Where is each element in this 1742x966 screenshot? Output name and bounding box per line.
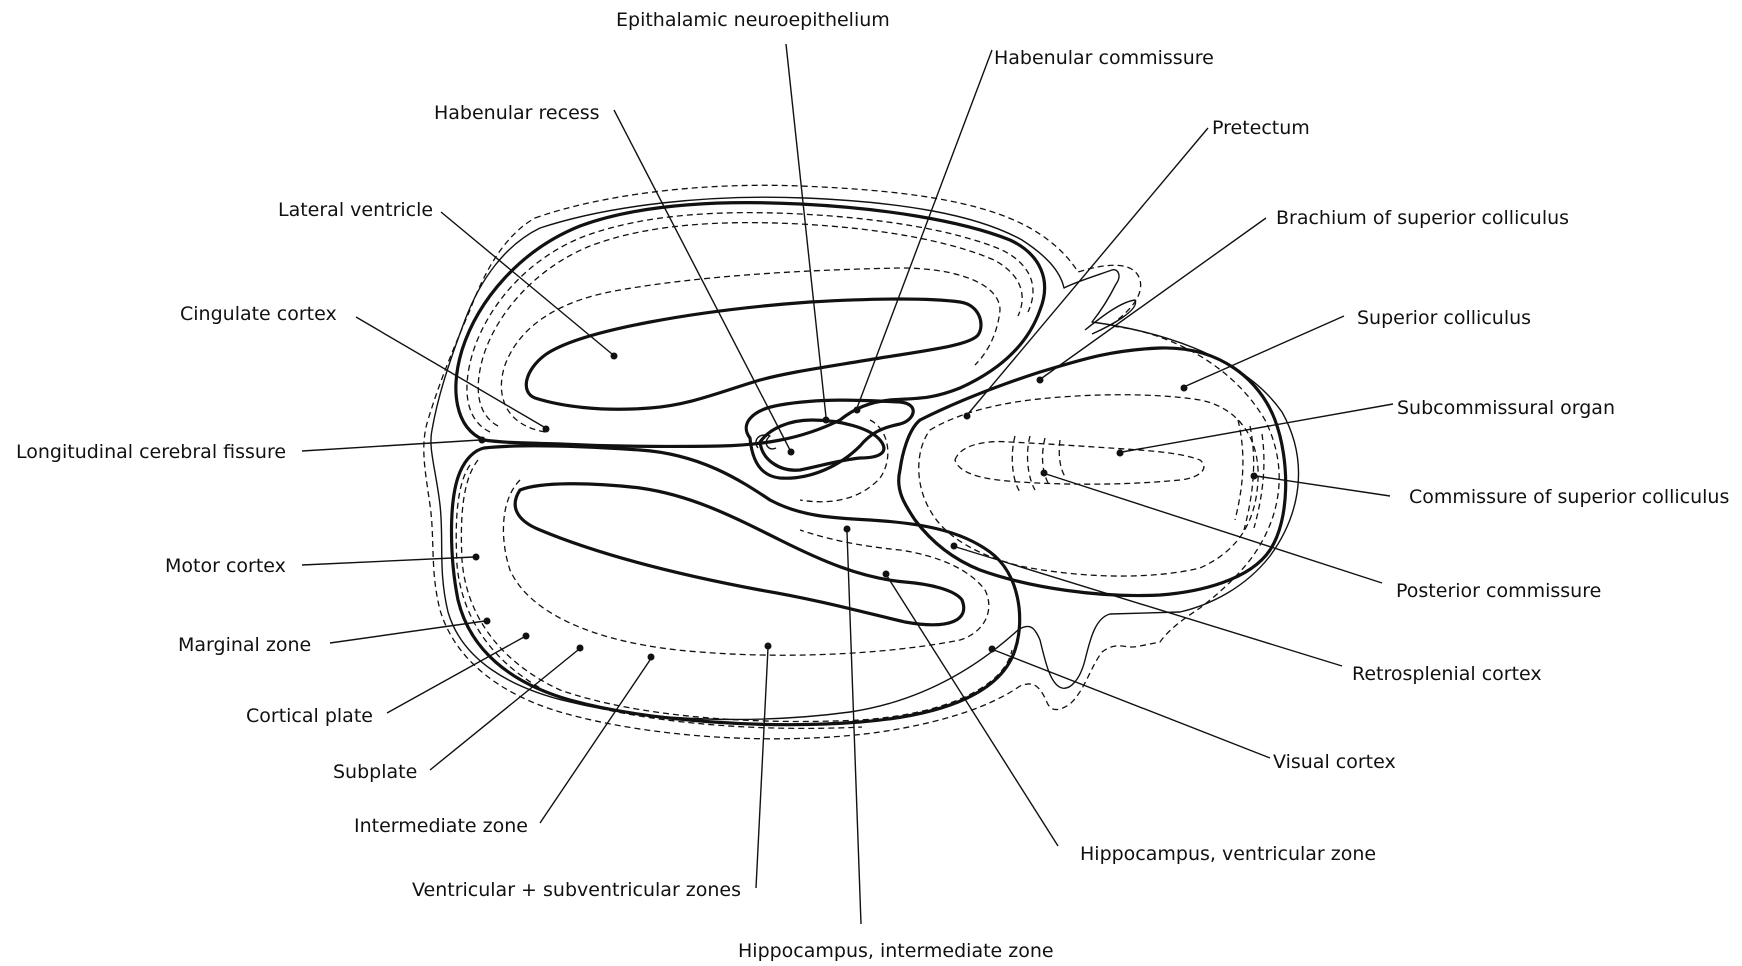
leader-hippocampus-ventricular — [887, 576, 1058, 846]
label-ventricular-subventricular-zones: Ventricular + subventricular zones — [412, 879, 741, 901]
dot-lateral-ventricle — [611, 353, 618, 360]
label-intermediate-zone: Intermediate zone — [354, 815, 528, 837]
dot-pretectum — [964, 413, 971, 420]
label-lateral-ventricle: Lateral ventricle — [278, 199, 433, 221]
dot-hippocampus-intermediate — [844, 526, 851, 533]
upper-marginal-dash — [467, 213, 1033, 432]
labels: Epithalamic neuroepithelium Habenular co… — [16, 9, 1729, 962]
dot-retrosplenial-cortex — [951, 543, 958, 550]
upper-hemisphere-outline — [456, 203, 1045, 447]
leader-ventricular-subventricular — [756, 648, 768, 888]
label-superior-colliculus: Superior colliculus — [1357, 307, 1531, 329]
dot-colliculus-commissure — [1251, 473, 1258, 480]
leader-intermediate-zone — [540, 660, 650, 823]
lower-intermediate-dash — [503, 480, 988, 655]
label-posterior-commissure: Posterior commissure — [1396, 580, 1601, 602]
dot-habenular-commissure — [854, 407, 861, 414]
dot-hippocampus-ventricular — [883, 571, 890, 578]
colliculus-commissure-dash — [1235, 420, 1264, 530]
label-retrosplenial-cortex: Retrosplenial cortex — [1352, 663, 1542, 685]
dot-posterior-commissure — [1041, 470, 1048, 477]
leader-longitudinal-fissure — [302, 440, 480, 451]
dot-subplate — [577, 645, 584, 652]
label-commissure-superior-colliculus: Commissure of superior colliculus — [1409, 486, 1729, 508]
leader-subcommissural-organ — [1122, 404, 1393, 452]
label-cingulate-cortex: Cingulate cortex — [180, 303, 337, 325]
leader-visual-cortex — [994, 650, 1270, 758]
leader-superior-colliculus — [1186, 316, 1344, 386]
label-hippocampus-ventricular-zone: Hippocampus, ventricular zone — [1080, 843, 1376, 865]
label-epithalamic-neuroepithelium: Epithalamic neuroepithelium — [616, 9, 890, 31]
leader-epithalamic-neuroepithelium — [786, 44, 826, 417]
dot-marginal-zone — [484, 618, 491, 625]
leader-pretectum — [968, 128, 1208, 414]
leader-colliculus-commissure — [1256, 476, 1390, 496]
label-cortical-plate: Cortical plate — [246, 705, 373, 727]
label-brachium-superior-colliculus: Brachium of superior colliculus — [1276, 207, 1569, 229]
leader-brachium — [1042, 218, 1266, 378]
label-pretectum: Pretectum — [1212, 117, 1310, 139]
leader-retrosplenial-cortex — [956, 547, 1342, 666]
label-subplate: Subplate — [333, 761, 417, 783]
label-visual-cortex: Visual cortex — [1273, 751, 1396, 773]
lower-marginal-dash — [461, 460, 1012, 721]
dot-epithalamic-neuroepithelium — [823, 417, 830, 424]
dot-habenular-recess — [788, 449, 795, 456]
subcommissural-dash — [955, 442, 1204, 485]
dot-brachium — [1037, 377, 1044, 384]
leader-lines — [302, 44, 1393, 924]
dot-subcommissural-organ — [1117, 450, 1124, 457]
dot-intermediate-zone — [648, 654, 655, 661]
label-longitudinal-cerebral-fissure: Longitudinal cerebral fissure — [16, 441, 286, 463]
dot-ventricular-subventricular — [765, 643, 772, 650]
label-marginal-zone: Marginal zone — [178, 634, 311, 656]
epithalamus-outline — [746, 400, 913, 478]
dot-superior-colliculus — [1181, 385, 1188, 392]
dot-cingulate-cortex — [543, 426, 550, 433]
leader-posterior-commissure — [1046, 474, 1382, 583]
label-hippocampus-intermediate-zone: Hippocampus, intermediate zone — [738, 940, 1054, 962]
dot-cortical-plate — [523, 633, 530, 640]
midbrain-outline — [899, 348, 1286, 596]
upper-lateral-ventricle — [526, 299, 981, 409]
leader-lateral-ventricle — [441, 212, 612, 354]
label-subcommissural-organ: Subcommissural organ — [1397, 397, 1615, 419]
dot-visual-cortex — [989, 646, 996, 653]
dot-motor-cortex — [473, 554, 480, 561]
label-habenular-commissure: Habenular commissure — [994, 47, 1214, 69]
brain-outline-group — [424, 185, 1299, 739]
dot-longitudinal-fissure — [479, 437, 486, 444]
lower-lateral-ventricle — [515, 484, 964, 625]
leader-motor-cortex — [302, 557, 474, 565]
leader-cortical-plate — [387, 637, 524, 713]
leader-cingulate-cortex — [356, 317, 544, 427]
label-motor-cortex: Motor cortex — [165, 555, 286, 577]
midbrain-inner-dash — [919, 395, 1258, 576]
label-habenular-recess: Habenular recess — [434, 102, 600, 124]
